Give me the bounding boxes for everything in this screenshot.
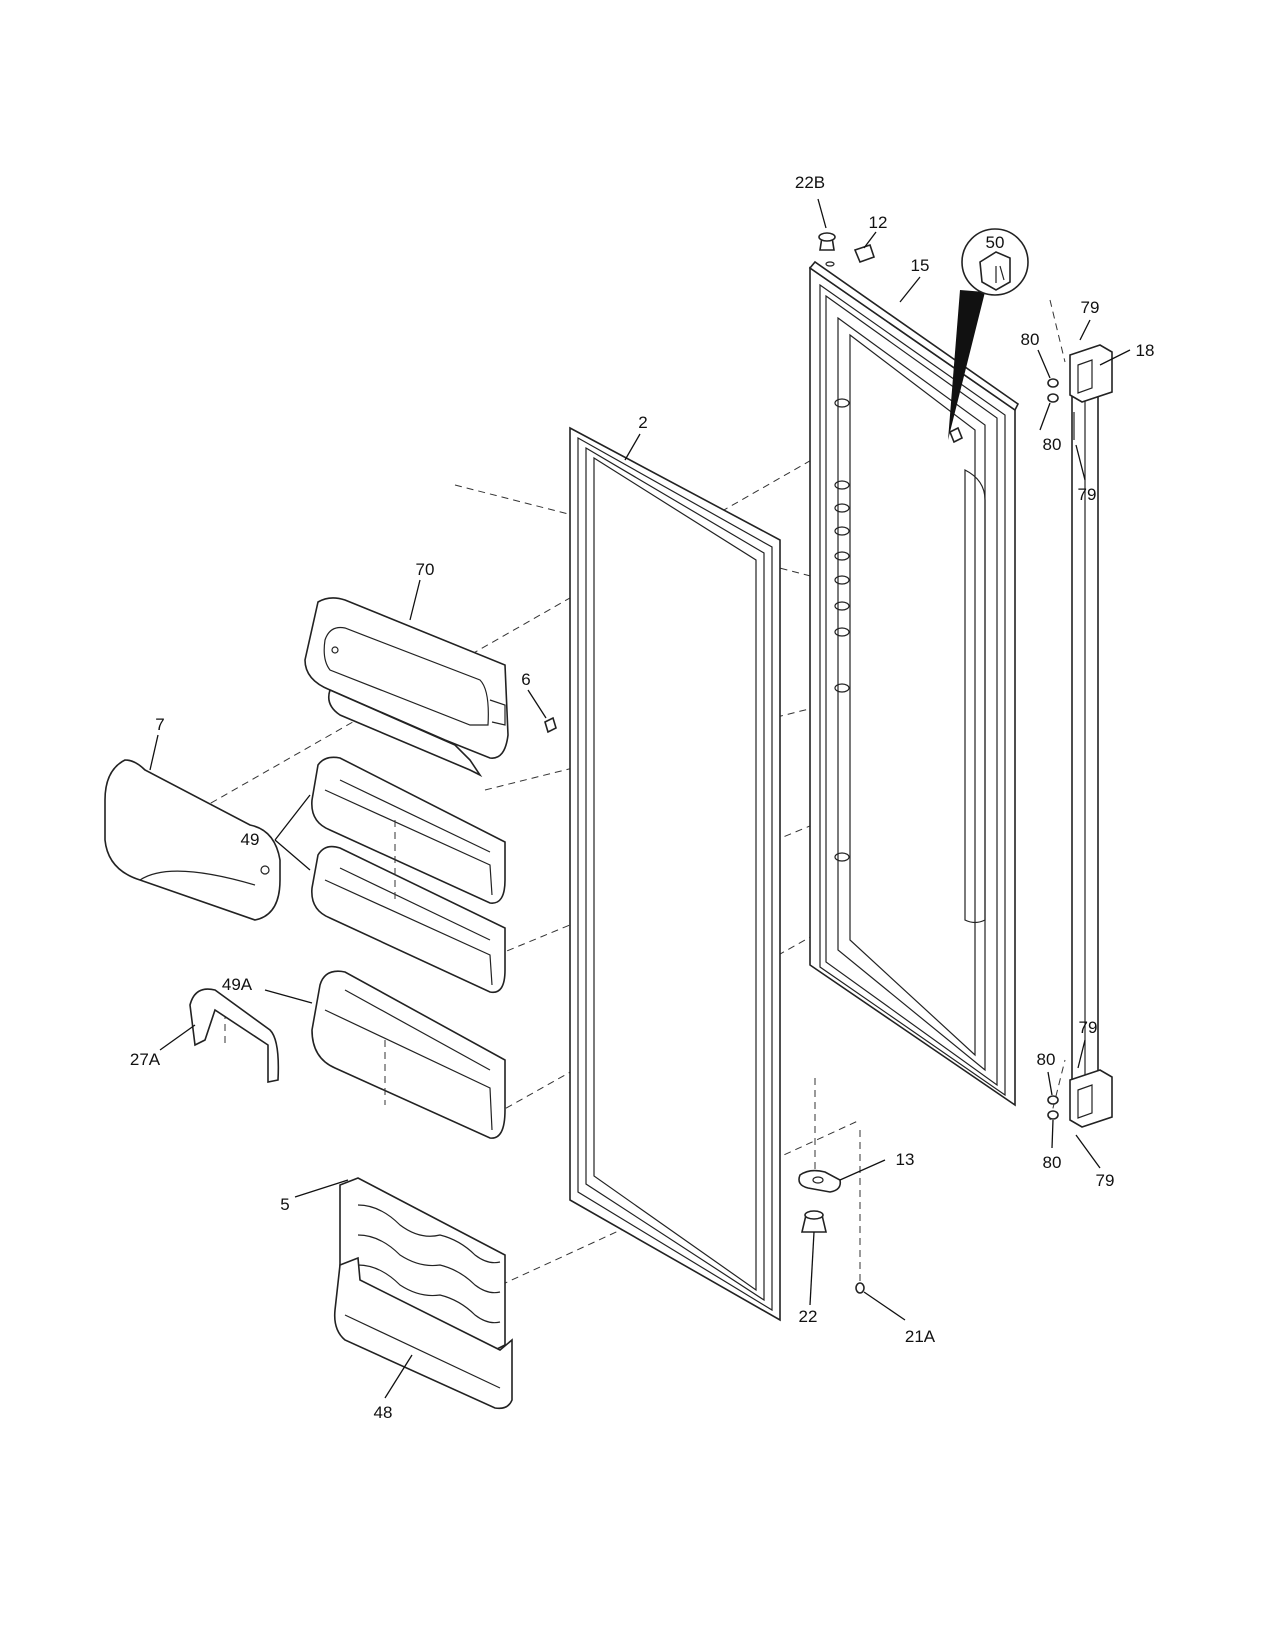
callout-70: 70 <box>416 560 435 579</box>
hinge-bushing-top-part <box>818 232 836 267</box>
callout-5: 5 <box>280 1195 289 1214</box>
callout-27A: 27A <box>130 1050 161 1069</box>
door-gasket-part <box>569 426 781 1322</box>
dairy-door-part <box>104 759 281 921</box>
callout-6: 6 <box>521 670 530 689</box>
callout-50: 50 <box>986 233 1005 252</box>
callout-79-top: 79 <box>1081 298 1100 317</box>
callout-79-top-2: 79 <box>1078 485 1097 504</box>
callout-13: 13 <box>896 1150 915 1169</box>
callout-79-bottom-2: 79 <box>1096 1171 1115 1190</box>
callout-80-top-1: 80 <box>1021 330 1040 349</box>
callout-15: 15 <box>911 256 930 275</box>
dairy-bin-part <box>304 597 509 778</box>
door-handle-part <box>1069 344 1113 1128</box>
door-panel-part <box>808 260 1020 1107</box>
clip-part <box>544 716 557 734</box>
handle-fasteners-part <box>1047 378 1075 1120</box>
callout-12: 12 <box>869 213 888 232</box>
callout-80-bottom-1: 80 <box>1037 1050 1056 1069</box>
callout-80-bottom-2: 80 <box>1043 1153 1062 1172</box>
hinge-bushing-bottom-part <box>800 1210 828 1233</box>
hinge-plate-part <box>798 1169 842 1193</box>
large-door-bin-part <box>311 970 506 1139</box>
shelf-support-nubs <box>834 398 850 862</box>
callout-22B: 22B <box>795 173 825 192</box>
callout-22: 22 <box>799 1307 818 1326</box>
leader-lines <box>149 198 1131 1399</box>
bracket-inset-part <box>948 228 1029 444</box>
door-bins-part <box>311 756 506 994</box>
callout-18: 18 <box>1136 341 1155 360</box>
callout-7: 7 <box>155 715 164 734</box>
callout-79-bottom: 79 <box>1079 1018 1098 1037</box>
callout-49A: 49A <box>222 975 253 994</box>
callout-48: 48 <box>374 1403 393 1422</box>
handle-bracket-part <box>189 988 280 1083</box>
callout-80-top-2: 80 <box>1043 435 1062 454</box>
callout-49: 49 <box>241 830 260 849</box>
bottom-door-bin-part <box>333 1256 513 1410</box>
callout-2: 2 <box>638 413 647 432</box>
screw-part <box>855 1282 865 1294</box>
callout-labels: 22B 12 15 50 79 80 80 79 2 70 6 7 49 18 … <box>130 173 1155 1422</box>
callout-21A: 21A <box>905 1327 936 1346</box>
